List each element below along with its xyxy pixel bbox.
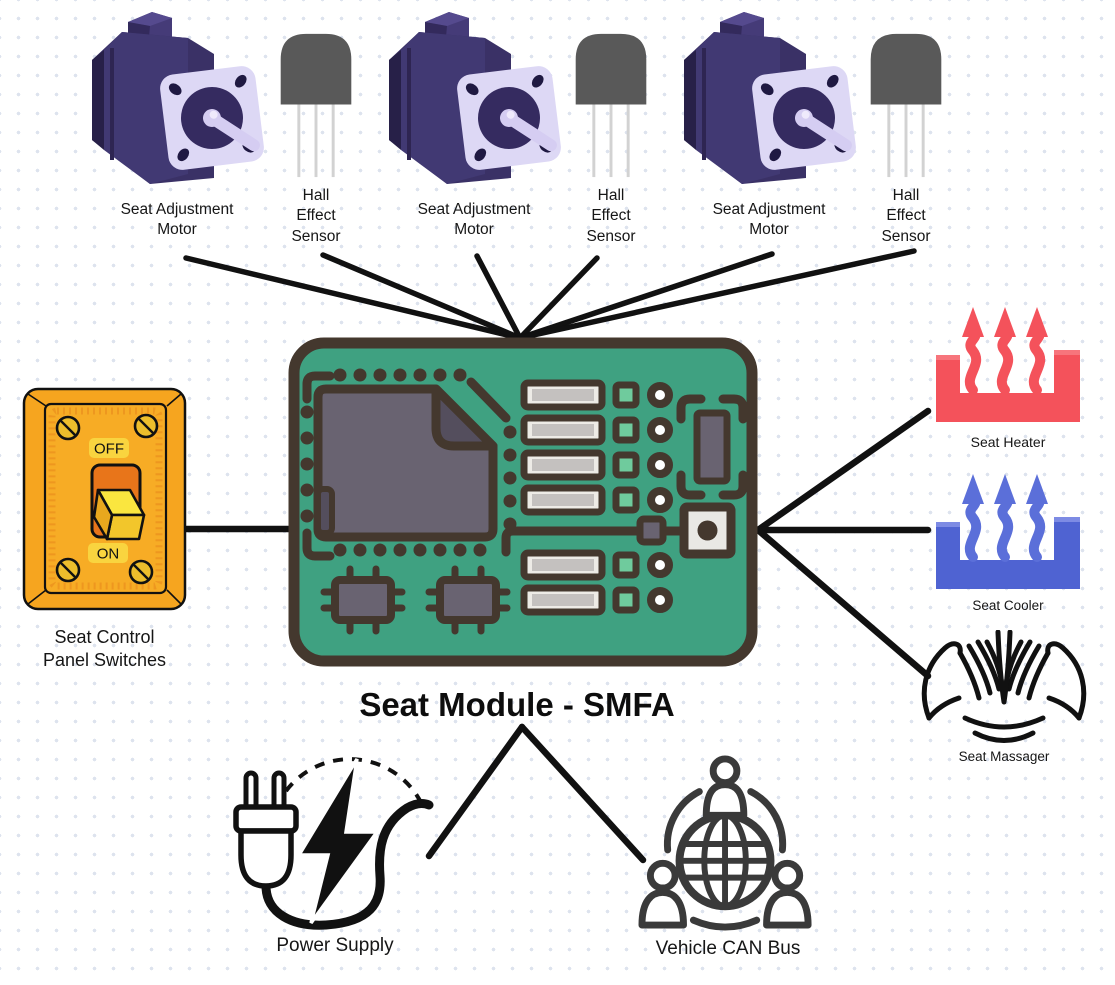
seat-adjustment-motor-label: Seat Adjustment Motor [120,201,234,239]
circuit-board-icon [288,337,758,667]
left-hand [921,639,1005,721]
switch-on-label: ON [97,546,120,563]
power-supply-label: Power Supply [276,935,394,956]
hall-effect-sensor-label: Hall Effect Sensor [881,187,931,245]
massage-hands-icon [921,630,1087,743]
hall-effect-sensor-label: Hall Effect Sensor [291,187,341,245]
seat-adjustment-motor-label: Seat Adjustment Motor [712,201,826,239]
node-seat-massager: Seat Massager [918,630,1090,766]
module-title: Seat Module - SMFA [359,686,675,723]
stepper-motor-icon [88,8,266,190]
stepper-motor-icon [680,8,858,190]
seat-control-panel-label: Seat Control Panel Switches [42,627,167,671]
node-seat-adjustment-motor-2: Seat Adjustment Motor [385,8,563,241]
node-power-supply: Power Supply [225,755,445,958]
network-globe-icon [638,755,812,931]
connector-line [320,252,523,341]
node-hall-effect-sensor-2: Hall Effect Sensor [551,28,671,247]
connector-line [474,253,523,341]
node-hall-effect-sensor-3: Hall Effect Sensor [846,28,966,247]
node-seat-control-panel: OFF ON Seat Control Panel Switches [12,385,197,672]
hall-effect-sensor-label: Hall Effect Sensor [586,187,636,245]
connector-line [754,407,932,534]
connector-line [425,723,526,860]
connector-line [517,248,917,341]
connector-line [517,255,600,341]
stepper-motor-icon [385,8,563,190]
seat-cooler-label: Seat Cooler [972,598,1044,613]
seat-heater-label: Seat Heater [970,434,1046,450]
node-vehicle-can-bus: Vehicle CAN Bus [633,755,823,961]
node-seat-adjustment-motor-3: Seat Adjustment Motor [680,8,858,241]
toggle-switch-icon: OFF ON [22,387,187,611]
connector-line [517,251,775,341]
connector-line [518,723,647,864]
node-seat-module [288,337,758,667]
hall-effect-sensor-icon [276,28,356,180]
node-seat-cooler: Seat Cooler [933,467,1083,615]
right-hand [1003,639,1087,721]
seat-massager-label: Seat Massager [958,749,1050,764]
node-seat-adjustment-motor-1: Seat Adjustment Motor [88,8,266,241]
seat-adjustment-motor-label: Seat Adjustment Motor [417,201,531,239]
vehicle-can-bus-label: Vehicle CAN Bus [655,938,801,959]
heat-arrows-icon [936,307,1080,422]
node-hall-effect-sensor-1: Hall Effect Sensor [256,28,376,247]
hall-effect-sensor-icon [571,28,651,180]
switch-off-label: OFF [94,441,124,458]
hall-effect-sensor-icon [866,28,946,180]
connector-line [183,255,523,341]
node-seat-heater: Seat Heater [933,300,1083,451]
connector-line [754,526,932,680]
power-plug-icon [233,757,434,930]
cool-arrows-icon [936,474,1080,589]
